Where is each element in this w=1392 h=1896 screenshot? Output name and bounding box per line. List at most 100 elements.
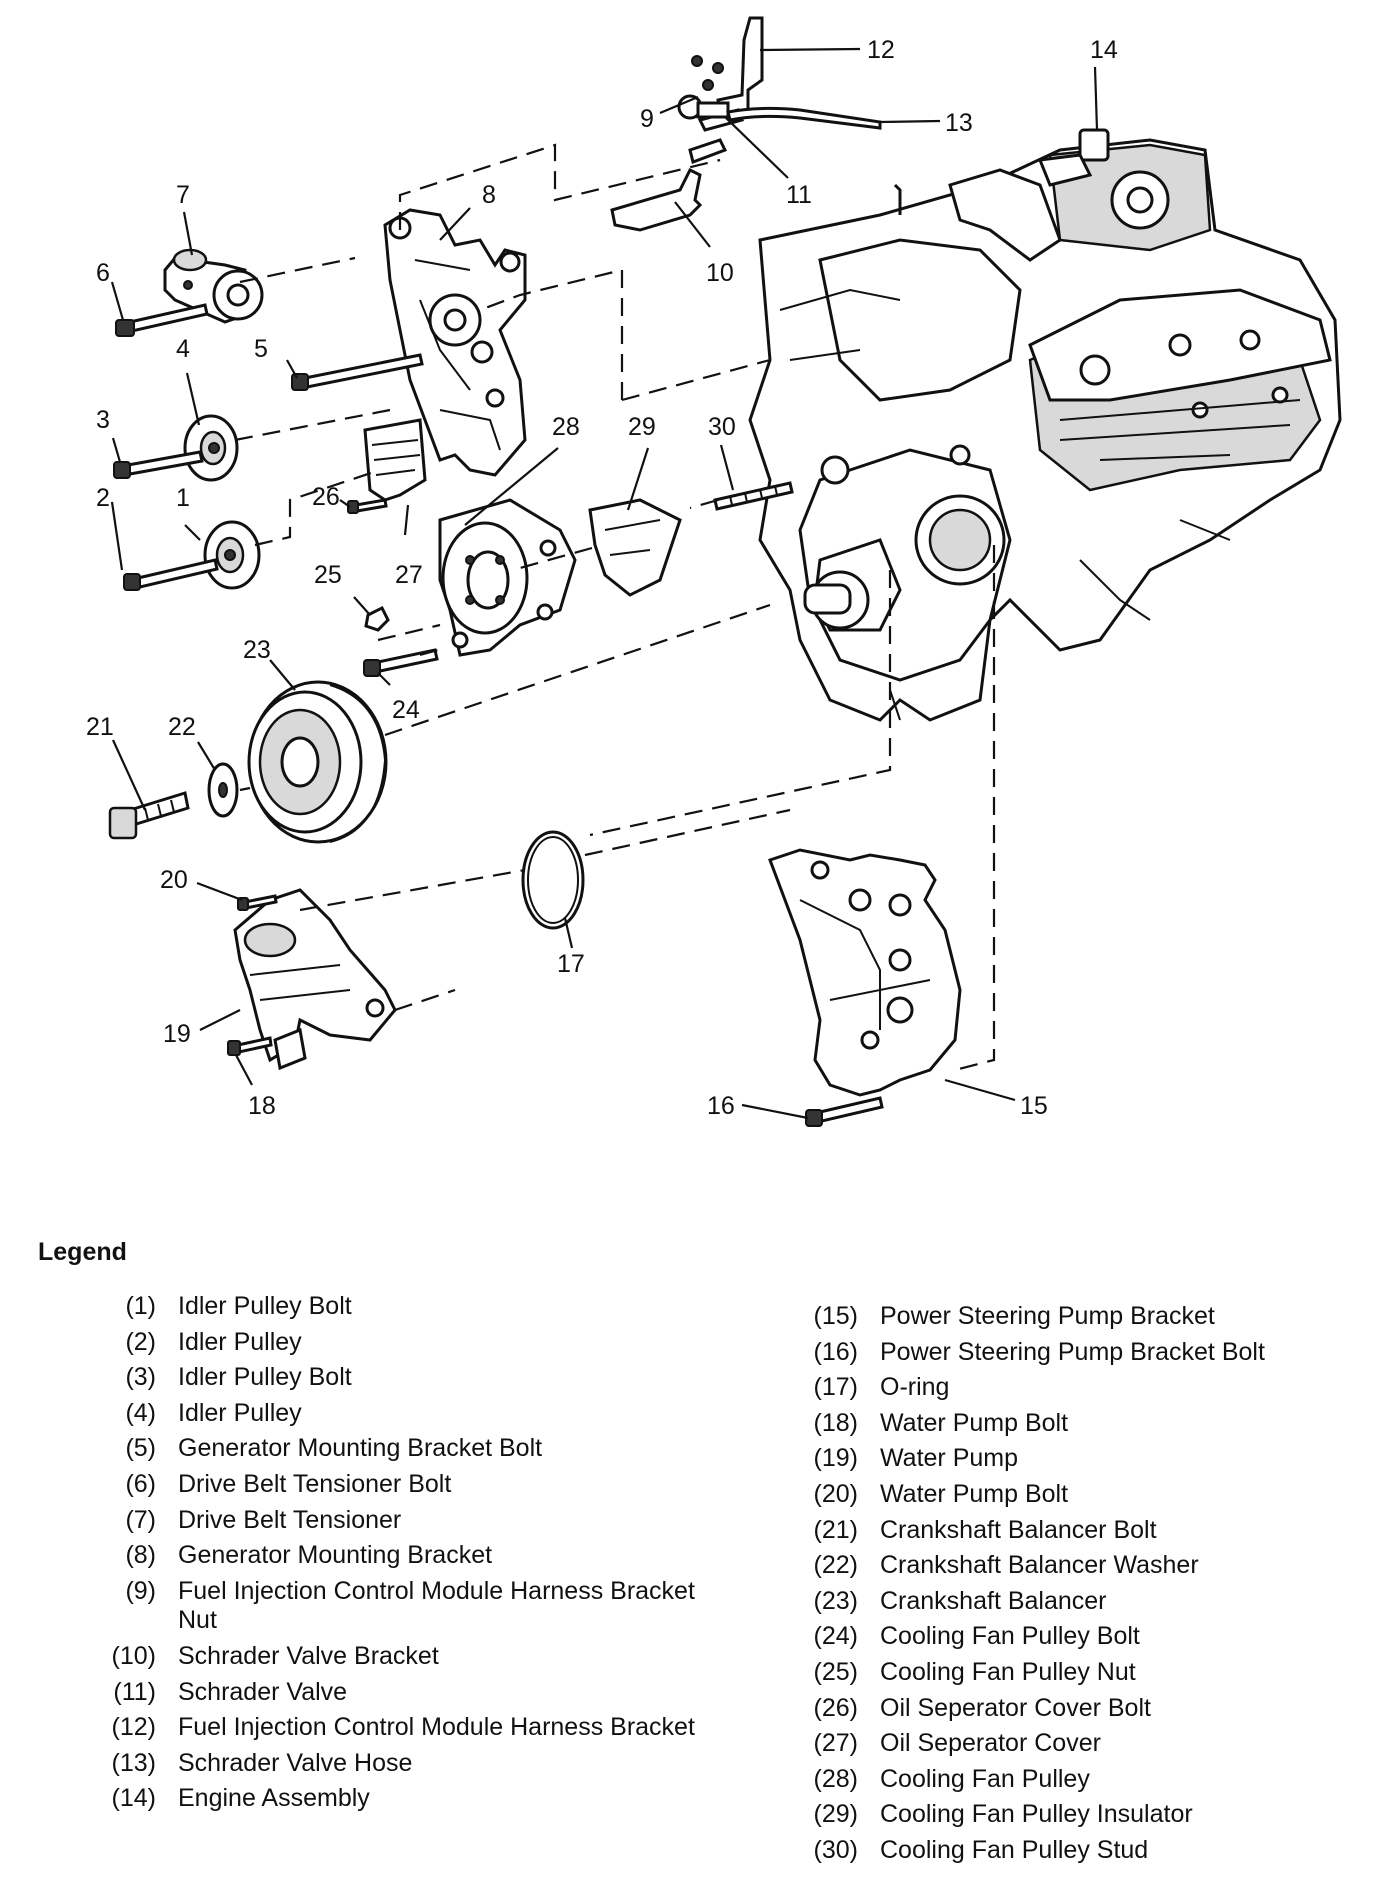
legend-item-name: Power Steering Pump Bracket Bolt [880, 1337, 1265, 1366]
callout-17: 17 [557, 950, 585, 978]
legend-item-name: Cooling Fan Pulley [880, 1764, 1090, 1793]
exploded-parts-diagram: 12 14 9 13 11 8 7 10 6 5 4 3 28 29 30 26… [86, 16, 1342, 1127]
legend-item: (10)Schrader Valve Bracket [80, 1642, 700, 1672]
legend-item: (23) Crankshaft Balancer [782, 1587, 1382, 1617]
legend-item-name: Engine Assembly [178, 1784, 370, 1813]
legend-item-number: (27) [813, 1729, 858, 1758]
callout-18: 18 [248, 1092, 276, 1120]
legend-item-name: Schrader Valve [178, 1677, 348, 1706]
legend-item-name: Generator Mounting Bracket Bolt [178, 1434, 543, 1463]
legend-item-name: Idler Pulley [178, 1327, 302, 1356]
legend-item-number: (25) [813, 1657, 858, 1686]
legend-item: (30)Cooling Fan Pulley Stud [782, 1836, 1382, 1866]
legend-item-name: O-ring [880, 1373, 950, 1402]
assembly-lines [234, 143, 996, 1072]
legend-item-number: (22) [813, 1551, 858, 1580]
callout-29: 29 [628, 413, 656, 441]
legend-item-number: (28) [813, 1764, 858, 1793]
legend-item-name: Drive Belt Tensioner Bolt [178, 1469, 452, 1498]
legend-item-name: Schrader Valve Bracket [178, 1641, 439, 1670]
legend-item-name: Drive Belt Tensioner [178, 1505, 402, 1534]
legend-item: (25) Cooling Fan Pulley Nut [782, 1658, 1382, 1688]
cooling-fan-pulley-stud [713, 481, 794, 511]
legend-item: (22) Crankshaft Balancer Washer [782, 1551, 1382, 1581]
legend-item: (8) Generator Mounting Bracket [80, 1541, 700, 1571]
callout-1: 1 [176, 484, 190, 512]
legend-item: (16)Power Steering Pump Bracket Bolt [782, 1338, 1382, 1368]
callout-9: 9 [640, 105, 654, 133]
callout-26: 26 [312, 483, 340, 511]
legend-item: (15)Power Steering Pump Bracket [782, 1302, 1382, 1332]
idler-pulley-upper [183, 414, 239, 482]
generator-mounting-bracket [383, 208, 527, 477]
legend-column-left: (1)Idler Pulley Bolt(2)Idler Pulley(3)Id… [80, 1292, 700, 1820]
callout-16: 16 [707, 1092, 735, 1120]
legend-item: (29)Cooling Fan Pulley Insulator [782, 1800, 1382, 1830]
idler-pulley-lower [203, 520, 261, 590]
water-pump-bolt-upper [237, 894, 278, 911]
callout-10: 10 [706, 259, 734, 287]
legend-item-number: (14) [111, 1784, 156, 1813]
callout-3: 3 [96, 406, 110, 434]
o-ring [521, 830, 585, 930]
callout-4: 4 [176, 335, 190, 363]
legend-item-number: (21) [813, 1515, 858, 1544]
legend-item: (27) Oil Seperator Cover [782, 1729, 1382, 1759]
callout-2: 2 [96, 484, 110, 512]
legend-item-name: Schrader Valve Hose [178, 1748, 413, 1777]
oil-seperator-cover [363, 418, 427, 502]
legend-item-number: (13) [111, 1748, 156, 1777]
legend-item-name: Water Pump Bolt [880, 1479, 1069, 1508]
legend-item-number: (6) [125, 1469, 156, 1498]
callout-8: 8 [482, 181, 496, 209]
harness-bracket-group [610, 16, 882, 232]
engine-assembly [748, 128, 1342, 722]
legend-item-name: Idler Pulley Bolt [178, 1363, 352, 1392]
legend-item: (17) O-ring [782, 1373, 1382, 1403]
callout-25: 25 [314, 561, 342, 589]
legend-item: (2)Idler Pulley [80, 1328, 700, 1358]
legend-item-number: (5) [125, 1434, 156, 1463]
drive-belt-tensioner-bolt [115, 303, 209, 337]
oil-seperator-cover-bolt [347, 498, 388, 514]
callout-5: 5 [254, 335, 268, 363]
callout-27: 27 [395, 561, 423, 589]
legend-item-name: Cooling Fan Pulley Insulator [880, 1800, 1193, 1829]
legend-item-name: Oil Seperator Cover [880, 1729, 1101, 1758]
legend-item-number: (18) [813, 1408, 858, 1437]
idler-pulley-bolt-upper [113, 450, 204, 479]
legend-item: (1)Idler Pulley Bolt [80, 1292, 700, 1322]
legend-item-number: (26) [813, 1693, 858, 1722]
water-pump [233, 888, 397, 1071]
legend-item-name: Generator Mounting Bracket [178, 1541, 493, 1570]
callout-6: 6 [96, 259, 110, 287]
legend-item-number: (23) [813, 1586, 858, 1615]
callout-22: 22 [168, 713, 196, 741]
legend-item: (24)Cooling Fan Pulley Bolt [782, 1622, 1382, 1652]
legend-item-name: Crankshaft Balancer [880, 1586, 1107, 1615]
legend-column-right: (15)Power Steering Pump Bracket (16)Power… [782, 1302, 1382, 1872]
legend-item: (14) Engine Assembly [80, 1784, 700, 1814]
legend-item: (13) Schrader Valve Hose [80, 1749, 700, 1779]
legend-item-number: (4) [125, 1398, 156, 1427]
legend-item-number: (20) [813, 1479, 858, 1508]
callout-labels: 12 14 9 13 11 8 7 10 6 5 4 3 28 29 30 26… [86, 36, 1118, 1120]
crankshaft-balancer-bolt [108, 791, 190, 840]
legend-item-name: Water Pump Bolt [880, 1408, 1069, 1437]
callout-24: 24 [392, 696, 420, 724]
callout-21: 21 [86, 713, 114, 741]
callout-28: 28 [552, 413, 580, 441]
crankshaft-balancer [247, 680, 388, 844]
callout-13: 13 [945, 109, 973, 137]
legend-item: (18) Water Pump Bolt [782, 1409, 1382, 1439]
legend-item-name: Fuel Injection Control Module Harness Br… [178, 1713, 695, 1742]
legend-item-number: (17) [813, 1373, 858, 1402]
legend-item-number: (1) [125, 1292, 156, 1320]
legend-item-number: (8) [125, 1541, 156, 1570]
legend-item: (11) Schrader Valve [80, 1678, 700, 1708]
legend-item-number: (7) [125, 1505, 156, 1534]
legend-item: (21)Crankshaft Balancer Bolt [782, 1516, 1382, 1546]
legend-item-number: (11) [113, 1677, 156, 1706]
legend-item-name: Cooling Fan Pulley Nut [880, 1657, 1136, 1686]
legend-item-name: Crankshaft Balancer Washer [880, 1551, 1199, 1580]
